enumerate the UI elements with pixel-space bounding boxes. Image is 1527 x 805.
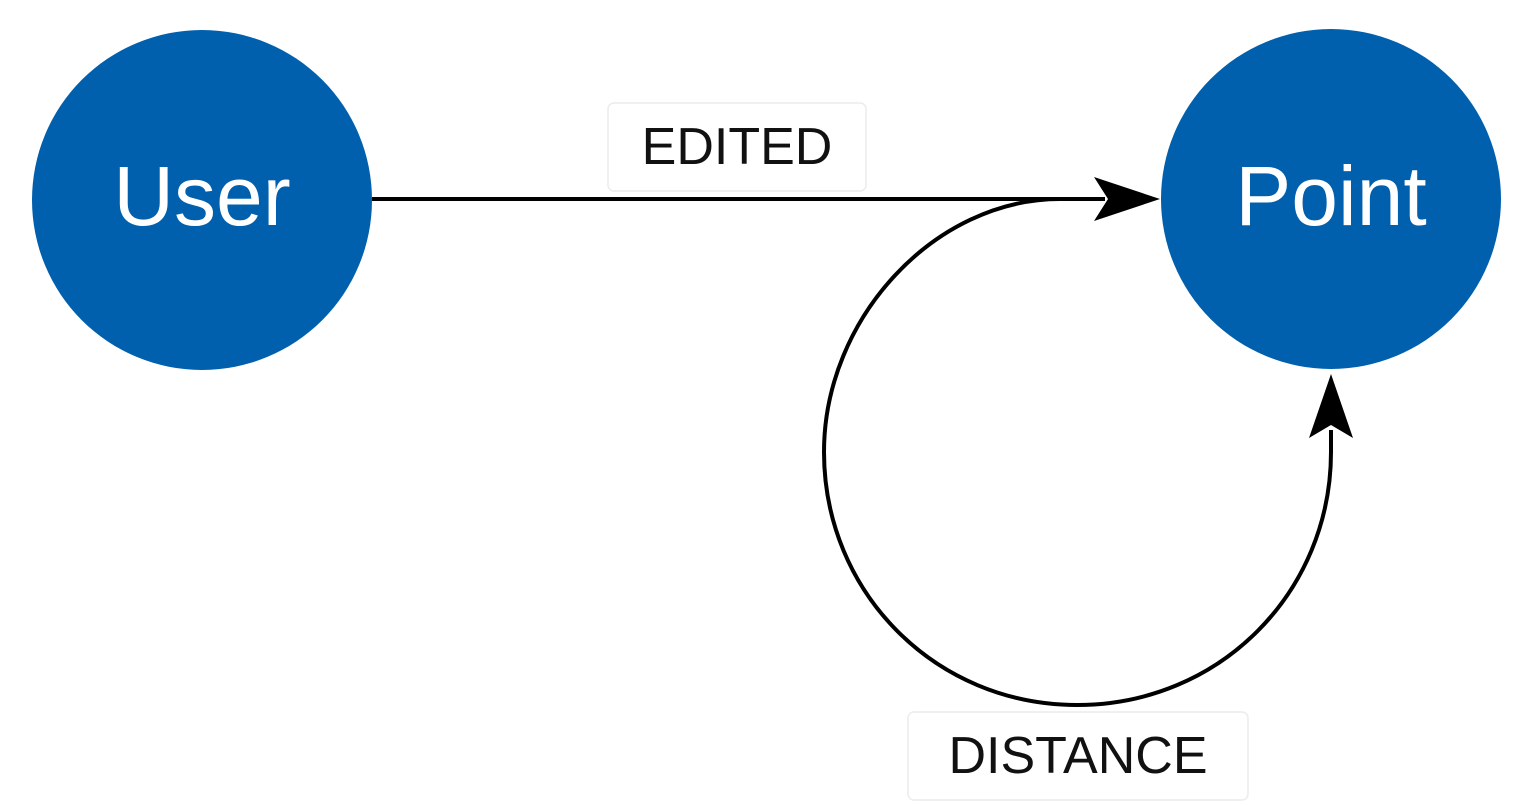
edge-distance-label: DISTANCE [948, 727, 1207, 785]
node-point[interactable]: Point [1161, 29, 1501, 369]
edge-distance-arrowhead [1309, 374, 1353, 438]
edge-distance: DISTANCE [821, 197, 1353, 801]
node-point-label: Point [1235, 149, 1426, 243]
edge-edited: EDITED [372, 102, 1160, 221]
edge-edited-arrowhead [1094, 177, 1160, 221]
edge-edited-label-box [607, 102, 867, 192]
node-user-label: User [113, 149, 290, 243]
edge-distance-label-box [907, 711, 1249, 801]
edge-distance-loop [821, 197, 1333, 708]
node-user-circle [32, 30, 372, 370]
node-user[interactable]: User [32, 30, 372, 370]
node-point-circle [1161, 29, 1501, 369]
edge-edited-label: EDITED [642, 118, 833, 176]
